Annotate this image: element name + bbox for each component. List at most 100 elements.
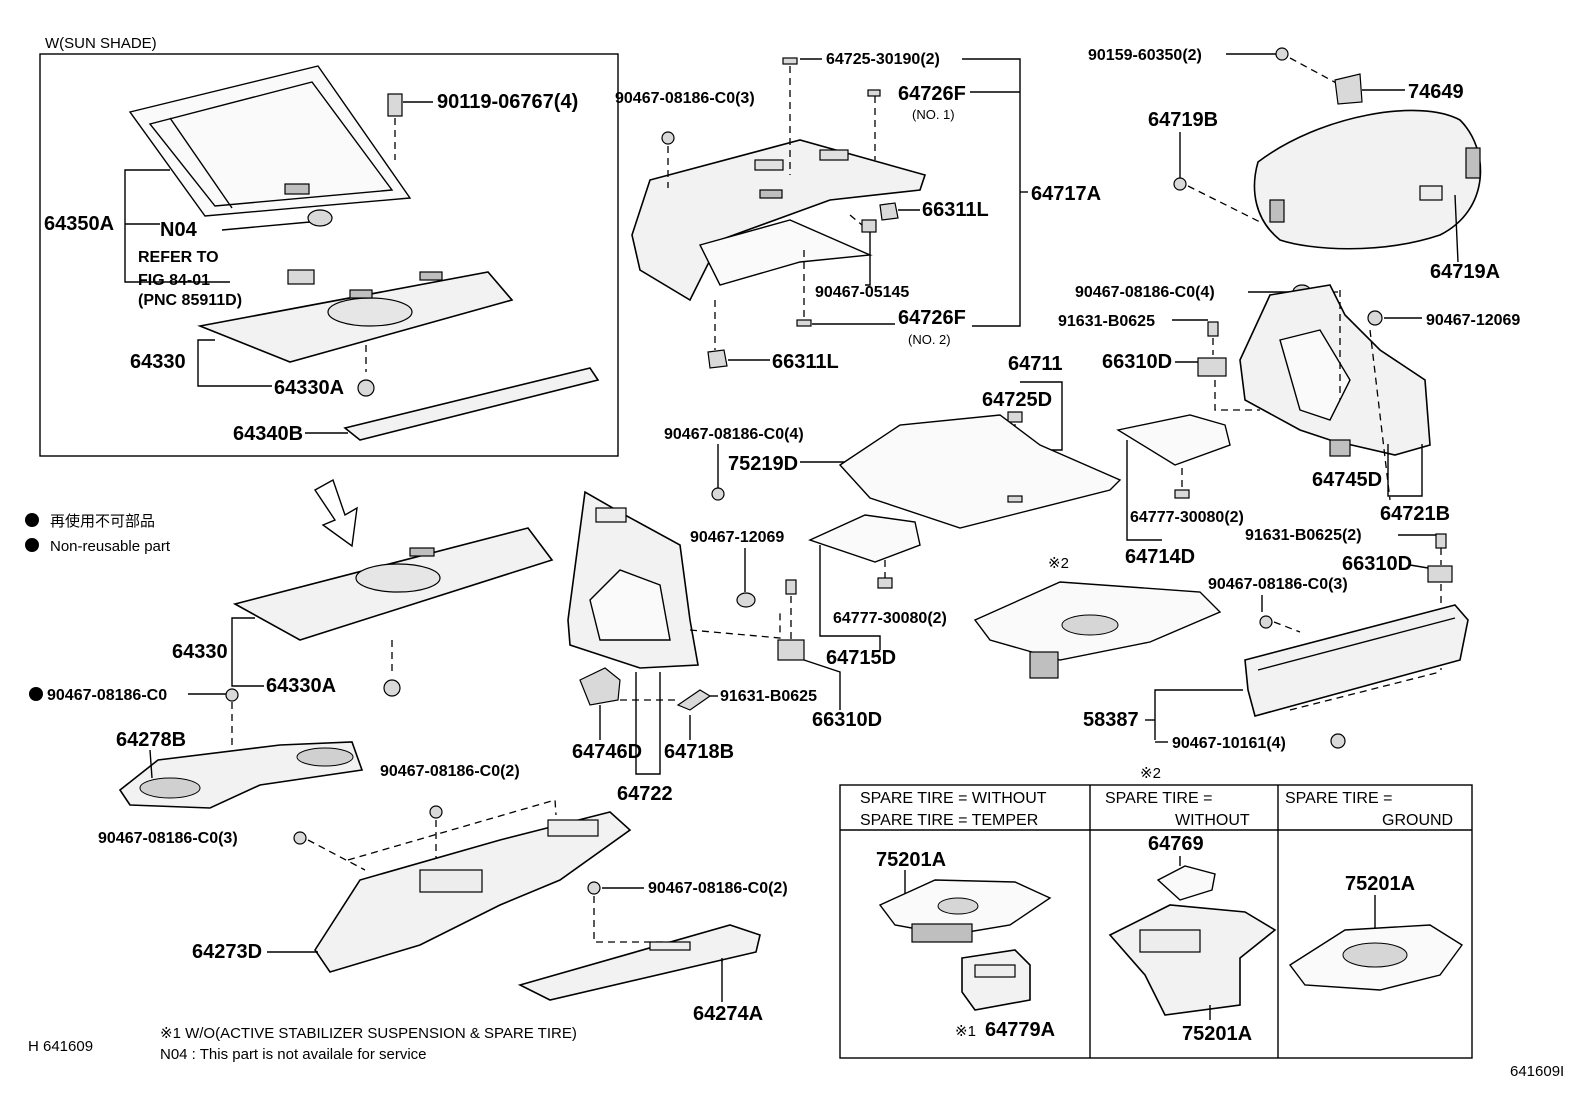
luggage-mat-75219D (838, 414, 1122, 529)
label-no1: (NO. 1) (912, 107, 955, 122)
package-tray-top (197, 271, 514, 363)
part-64719A: 64719A (1430, 261, 1500, 283)
part-58387: 58387 (1083, 709, 1139, 731)
part-64721B: 64721B (1380, 503, 1450, 525)
spare-cover-ground (1288, 924, 1464, 991)
part-64725D: 64725D (982, 389, 1052, 411)
part-64273D: 64273D (192, 941, 262, 963)
part-90467-C0-3-a: 90467-08186-C0(3) (98, 830, 238, 847)
non-reusable-dot-icon (29, 687, 43, 701)
clip-icon-64330A-top (357, 379, 375, 397)
part-64330-top: 64330 (130, 351, 186, 373)
spare-cover-small (878, 879, 1052, 943)
part-64714D: 64714D (1125, 546, 1195, 568)
footnote-2: N04 : This part is not availale for serv… (160, 1046, 427, 1063)
table-part-64779A: 64779A (985, 1019, 1055, 1041)
table-ref2: ※2 (1140, 765, 1161, 782)
pad-icon-64718B (676, 689, 712, 711)
part-64722: 64722 (617, 783, 673, 805)
table-header-1a: SPARE TIRE = WITHOUT (860, 790, 1047, 807)
spare-tire-cover (973, 581, 1222, 679)
part-64340B: 64340B (233, 423, 303, 445)
refer-line3: (PNC 85911D) (138, 292, 242, 309)
spare-tire-table (839, 784, 1473, 1059)
part-64350A: 64350A (44, 213, 114, 235)
ref2-label: ※2 (1048, 555, 1069, 572)
table-part-64769: 64769 (1148, 833, 1204, 855)
trim-64722 (567, 490, 699, 669)
part-64274A: 64274A (693, 1003, 763, 1025)
part-91631-B0625-c: 91631-B0625(2) (1245, 527, 1362, 544)
clip-icon-66310D-b (1197, 357, 1227, 377)
part-90467-05145: 90467-05145 (815, 284, 909, 301)
part-66310D-c: 66310D (1342, 553, 1412, 575)
part-90467-C0-4-a: 90467-08186-C0(4) (664, 426, 804, 443)
trim-64719A (1253, 109, 1482, 250)
package-tray-bottom (232, 527, 554, 641)
part-75219D: 75219D (728, 453, 798, 475)
switch-icon (287, 269, 315, 285)
bracket-icon-74649 (1334, 73, 1363, 105)
inset-title: W(SUN SHADE) (45, 35, 157, 52)
part-66310D-b: 66310D (1102, 351, 1172, 373)
table-part-75201A-1: 75201A (876, 849, 946, 871)
part-64330-bottom: 64330 (172, 641, 228, 663)
part-66310D-a: 66310D (812, 709, 882, 731)
part-64746D: 64746D (572, 741, 642, 763)
part-90467-08186-C0: 90467-08186-C0 (47, 687, 167, 704)
part-74649: 74649 (1408, 81, 1464, 103)
table-part-75201A-3: 75201A (1345, 873, 1415, 895)
table-header-3a: SPARE TIRE = (1285, 790, 1392, 807)
non-reusable-dot-icon (25, 513, 39, 527)
clip-icon-66310D-a (777, 639, 805, 661)
label-no2: (NO. 2) (908, 332, 951, 347)
clip-icon-66311L-a (879, 202, 899, 221)
part-64726F-no2: 64726F (898, 307, 966, 329)
lid-64769 (1156, 865, 1216, 901)
part-90467-12069-b: 90467-12069 (1426, 312, 1520, 329)
part-90159-60350: 90159-60350(2) (1088, 47, 1202, 64)
table-header-2b: WITHOUT (1175, 812, 1250, 829)
part-90467-C0-2-b: 90467-08186-C0(2) (648, 880, 788, 897)
part-64777-30080-a: 64777-30080(2) (833, 610, 947, 627)
tray-trim-64340B (343, 367, 600, 441)
part-64330A-top: 64330A (274, 377, 344, 399)
legend-jp: 再使用不可部品 (50, 513, 155, 530)
part-90467-C0-4-b: 90467-08186-C0(4) (1075, 284, 1215, 301)
part-90467-C0-2-a: 90467-08186-C0(2) (380, 763, 520, 780)
footnote-1: ※1 W/O(ACTIVE STABILIZER SUSPENSION & SP… (160, 1025, 577, 1042)
part-91631-B0625-b: 91631-B0625 (1058, 313, 1155, 330)
trim-64717A (631, 139, 927, 302)
part-64777-30080-b: 64777-30080(2) (1130, 509, 1244, 526)
sun-shade-assembly (128, 65, 412, 217)
clip-icon-64330A-bottom (383, 679, 401, 697)
trim-64274A (517, 924, 761, 1001)
part-64711: 64711 (1008, 353, 1063, 375)
part-90467-C0-3-top: 90467-08186-C0(3) (615, 90, 755, 107)
table-header-2a: SPARE TIRE = (1105, 790, 1212, 807)
tray-75201A (1108, 904, 1277, 1016)
part-66311L-b: 66311L (772, 351, 839, 373)
part-64717A: 64717A (1031, 183, 1101, 205)
part-64330A-bottom: 64330A (266, 675, 336, 697)
part-64726F-no1: 64726F (898, 83, 966, 105)
part-66311L-a: 66311L (922, 199, 989, 221)
block-64779A (961, 949, 1031, 1011)
inset-frame (39, 53, 619, 457)
part-64719B: 64719B (1148, 109, 1218, 131)
trim-64273D (314, 811, 632, 973)
duct-icon-64746D (579, 667, 621, 706)
arrow-down-icon (313, 478, 358, 548)
trim-64721B (1239, 284, 1431, 457)
part-90119-06767: 90119-06767(4) (437, 91, 578, 113)
clip-icon-66310D-c (1427, 565, 1453, 583)
part-64715D: 64715D (826, 647, 896, 669)
corner-code-left: H 641609 (28, 1038, 93, 1055)
table-ref1: ※1 (955, 1023, 976, 1040)
part-91631-B0625-a: 91631-B0625 (720, 688, 817, 705)
part-90467-C0-3-c: 90467-08186-C0(3) (1208, 576, 1348, 593)
trim-64278B (118, 741, 364, 809)
corner-code-right: 641609I (1510, 1063, 1564, 1080)
bulb-icon (307, 209, 333, 227)
